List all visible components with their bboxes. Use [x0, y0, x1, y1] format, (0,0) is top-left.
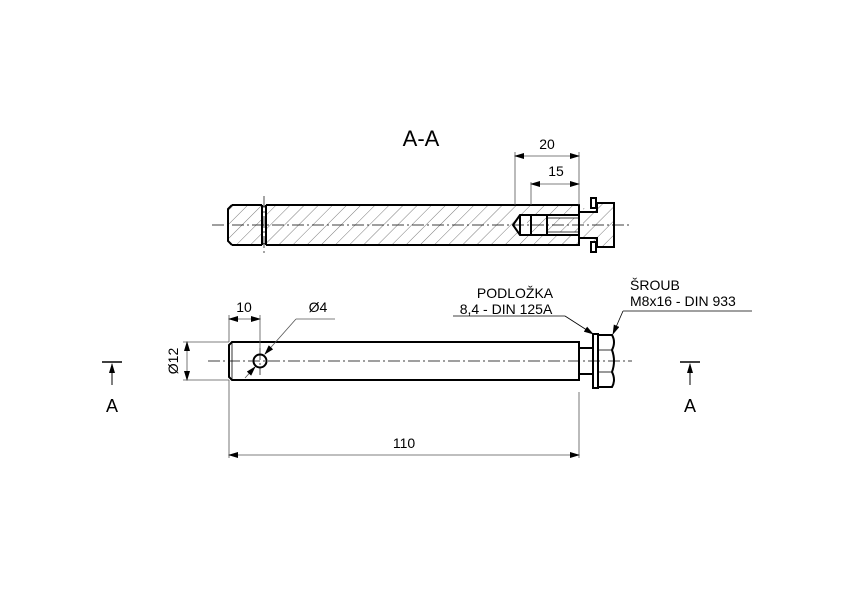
washer-spec: 8,4 - DIN 125A: [460, 301, 553, 317]
dim-20-label: 20: [539, 136, 555, 152]
section-marker-right-label: A: [684, 396, 696, 416]
section-marker-left-label: A: [106, 396, 118, 416]
dimension-thread-depth: 20: [514, 136, 580, 205]
main-view: 10 Ø4 Ø12 110 PODLOŽKA 8,4 - DIN 125A: [102, 277, 752, 458]
dim-10-label: 10: [236, 299, 252, 315]
section-marker-right: A: [680, 361, 700, 416]
callout-bolt: ŠROUB M8x16 - DIN 933: [612, 277, 752, 335]
section-view-a-a: A-A: [212, 126, 630, 254]
dim-110-label: 110: [393, 435, 416, 451]
dimension-hole-diameter: Ø4: [244, 299, 335, 379]
section-marker-left: A: [102, 361, 122, 416]
dim-15-label: 15: [548, 163, 564, 179]
dimension-hole-offset: 10: [228, 299, 261, 348]
bolt-name: ŠROUB: [630, 277, 680, 293]
dim-d4-label: Ø4: [309, 299, 328, 315]
callout-washer: PODLOŽKA 8,4 - DIN 125A: [453, 285, 594, 335]
dim-d12-label: Ø12: [165, 348, 181, 375]
dimension-shaft-diameter: Ø12: [165, 341, 229, 381]
bolt-spec: M8x16 - DIN 933: [630, 293, 736, 309]
section-title: A-A: [403, 126, 440, 151]
dimension-thread-length: 15: [530, 163, 580, 205]
washer-name: PODLOŽKA: [477, 285, 554, 301]
dimension-total-length: 110: [228, 380, 580, 458]
